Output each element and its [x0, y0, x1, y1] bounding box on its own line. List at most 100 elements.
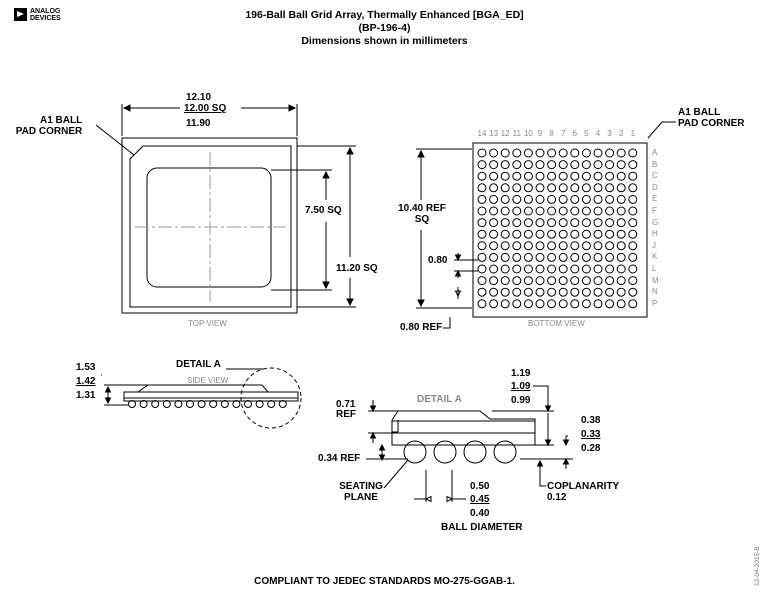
row-letter: L	[652, 264, 657, 273]
solder-ball	[593, 241, 603, 251]
top-a1-label-line1: A1 BALL	[40, 115, 83, 126]
detail-solder-ball	[403, 440, 427, 464]
solder-ball	[512, 148, 522, 158]
solder-ball	[628, 160, 638, 170]
solder-ball	[512, 218, 522, 228]
solder-ball	[628, 148, 638, 158]
solder-ball	[523, 241, 533, 251]
solder-ball	[500, 218, 510, 228]
column-number: 8	[549, 129, 554, 138]
side-solder-ball	[244, 400, 252, 408]
solder-ball	[547, 287, 557, 297]
detail-standoff-arrows	[562, 439, 570, 465]
solder-ball	[605, 241, 615, 251]
solder-ball	[558, 241, 568, 251]
solder-ball	[523, 287, 533, 297]
solder-ball	[500, 183, 510, 193]
solder-ball	[605, 148, 615, 158]
standoff-max: 0.38	[581, 415, 601, 426]
solder-ball	[477, 183, 487, 193]
solder-ball	[489, 287, 499, 297]
row-letter: D	[652, 182, 658, 192]
solder-ball	[500, 276, 510, 286]
side-solder-ball	[278, 400, 287, 408]
row-letter: G	[652, 217, 659, 227]
solder-ball	[523, 276, 533, 286]
solder-ball	[477, 218, 487, 228]
solder-ball	[547, 194, 557, 204]
solder-ball	[570, 241, 580, 251]
coplanarity-leader	[539, 461, 546, 487]
solder-ball	[558, 160, 568, 170]
solder-ball	[523, 218, 533, 228]
body-min: 0.99	[511, 395, 531, 406]
solder-ball	[558, 264, 568, 274]
solder-ball	[477, 229, 487, 239]
coplanarity-label: COPLANARITY	[547, 481, 620, 492]
pitch-ref-leader	[443, 317, 451, 329]
solder-ball	[570, 148, 580, 158]
column-number: 1	[630, 129, 636, 138]
side-view-balls	[128, 400, 287, 408]
top-width-nom: 12.00 SQ	[184, 103, 227, 114]
solder-ball	[570, 276, 580, 286]
solder-ball	[581, 264, 591, 274]
solder-ball	[581, 183, 591, 193]
side-dim-arrows	[104, 385, 112, 405]
solder-ball	[558, 276, 568, 286]
ball-dia-ext	[425, 470, 453, 502]
solder-ball	[477, 299, 487, 309]
detail-solder-ball	[493, 440, 517, 464]
solder-ball	[558, 229, 568, 239]
solder-ball	[628, 276, 638, 286]
solder-ball	[512, 264, 522, 274]
ref-dim-arrows	[417, 149, 425, 308]
solder-ball	[547, 252, 557, 262]
solder-ball	[616, 299, 626, 309]
solder-ball	[535, 241, 545, 251]
side-solder-ball	[139, 400, 148, 408]
solder-ball	[628, 241, 638, 251]
solder-ball	[616, 148, 626, 158]
row-letter: E	[652, 194, 658, 204]
solder-ball	[477, 194, 487, 204]
solder-ball	[593, 276, 603, 286]
solder-ball	[489, 264, 499, 274]
solder-ball	[605, 264, 615, 274]
side-solder-ball	[255, 400, 264, 408]
solder-ball	[616, 183, 626, 193]
solder-ball	[605, 183, 615, 193]
solder-ball	[593, 183, 603, 193]
solder-ball	[500, 252, 510, 262]
row-letter: K	[652, 252, 658, 262]
top-view-label: TOP VIEW	[188, 319, 227, 328]
solder-ball	[605, 229, 615, 239]
solder-ball	[628, 287, 638, 297]
column-number: 2	[618, 129, 624, 138]
solder-ball	[523, 264, 533, 274]
ball-ref-arrows	[378, 443, 386, 462]
solder-ball	[581, 299, 591, 309]
solder-ball	[523, 229, 533, 239]
solder-ball	[558, 206, 568, 216]
side-solder-ball	[197, 400, 206, 408]
solder-ball	[500, 148, 510, 158]
solder-ball	[535, 287, 545, 297]
solder-ball	[547, 218, 557, 228]
column-number: 14	[477, 129, 487, 138]
solder-ball	[477, 264, 487, 274]
solder-ball	[570, 299, 580, 309]
solder-ball	[523, 148, 533, 158]
solder-ball	[547, 276, 557, 286]
side-height-nom: 1.42	[76, 376, 96, 387]
logo-triangle-icon	[14, 8, 27, 21]
top-a1-label-line2: PAD CORNER	[15, 126, 83, 137]
ball-grid	[477, 148, 638, 309]
top-width-max: 12.10	[186, 92, 212, 103]
solder-ball	[535, 183, 545, 193]
solder-ball	[535, 148, 545, 158]
solder-ball	[535, 299, 545, 309]
solder-ball	[523, 183, 533, 193]
solder-ball	[523, 206, 533, 216]
bottom-view-outline	[472, 142, 648, 318]
